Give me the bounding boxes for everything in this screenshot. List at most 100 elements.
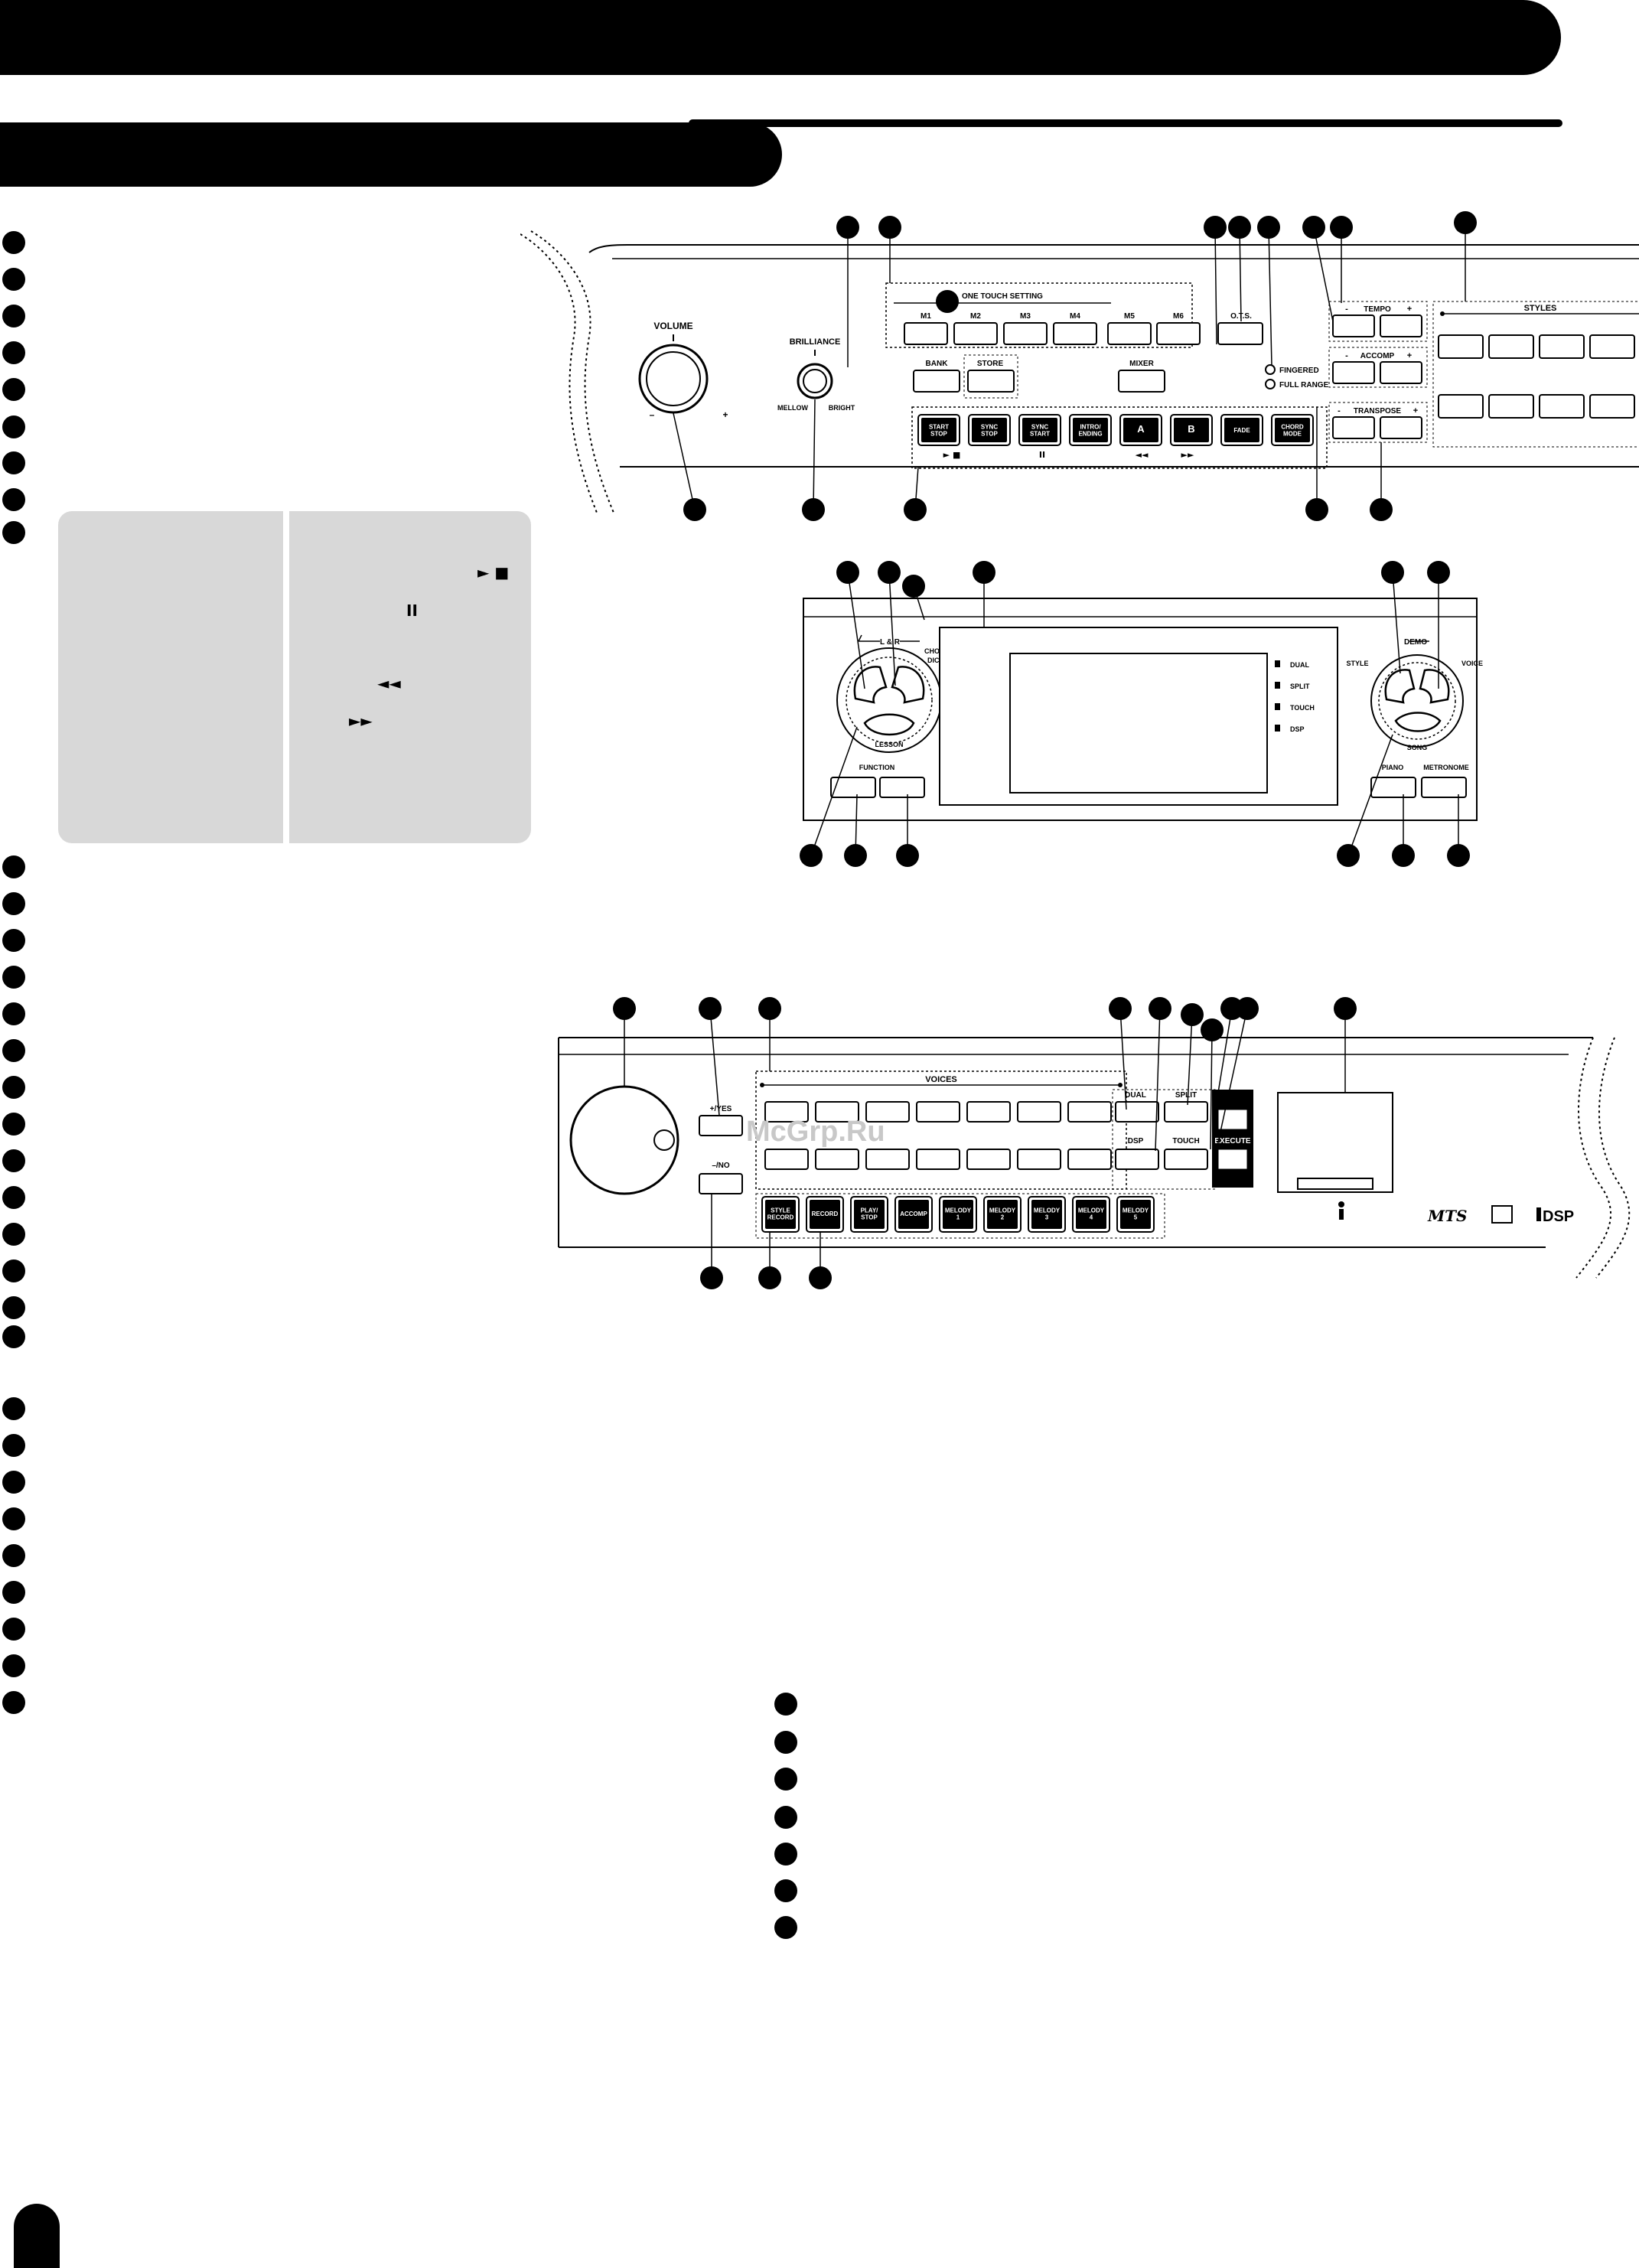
- voice-button-4[interactable]: [916, 1101, 960, 1123]
- voice-button-1[interactable]: [764, 1101, 809, 1123]
- voice-button-2[interactable]: [815, 1101, 859, 1123]
- record-button-6[interactable]: [987, 1200, 1018, 1229]
- ots-button[interactable]: [1217, 322, 1263, 345]
- top-leader-5: [1268, 226, 1272, 367]
- function-up-button[interactable]: [879, 777, 925, 798]
- memory-button-1[interactable]: [904, 322, 948, 345]
- transpose-label: TRANSPOSE: [1354, 407, 1402, 415]
- execute-up-button[interactable]: [1217, 1109, 1248, 1130]
- style-button[interactable]: [1384, 669, 1416, 704]
- transpose-up-button[interactable]: [1380, 416, 1422, 439]
- voice-button-7[interactable]: [1067, 1101, 1112, 1123]
- fingered-label: FINGERED: [1279, 367, 1319, 375]
- control-button-1[interactable]: [921, 418, 956, 442]
- control-button-6[interactable]: [1174, 418, 1209, 442]
- split-button[interactable]: [1164, 1101, 1208, 1123]
- ots-group-box: [885, 282, 1193, 348]
- bullet-12: [2, 929, 25, 952]
- style-select-button-9[interactable]: [1589, 394, 1635, 419]
- control-button-4[interactable]: [1073, 418, 1108, 442]
- mixer-button[interactable]: [1118, 370, 1165, 393]
- bullet-19: [2, 1186, 25, 1209]
- volume-minus: –: [650, 409, 655, 420]
- piano-button[interactable]: [1370, 777, 1416, 798]
- style-select-button-2[interactable]: [1488, 334, 1534, 359]
- song-label: SONG: [1407, 744, 1428, 751]
- voice-button-11[interactable]: [916, 1149, 960, 1170]
- style-select-button-7[interactable]: [1488, 394, 1534, 419]
- voice-button-8[interactable]: [764, 1149, 809, 1170]
- store-button[interactable]: [967, 370, 1015, 393]
- voice-button-13[interactable]: [1017, 1149, 1061, 1170]
- control-button-5[interactable]: [1123, 418, 1158, 442]
- memory-button-4[interactable]: [1053, 322, 1097, 345]
- style-select-button-6[interactable]: [1438, 394, 1484, 419]
- mixer-label: MIXER: [1129, 360, 1154, 368]
- dsp-indicator-label: DSP: [1290, 725, 1305, 733]
- voice-button-12[interactable]: [966, 1149, 1011, 1170]
- voice-button-3[interactable]: [865, 1101, 910, 1123]
- tempo-minus: -: [1345, 305, 1348, 314]
- record-button-7[interactable]: [1031, 1200, 1062, 1229]
- voice-button-14[interactable]: [1067, 1149, 1112, 1170]
- voice-button-10[interactable]: [865, 1149, 910, 1170]
- transpose-down-button[interactable]: [1332, 416, 1375, 439]
- accomp-down-button[interactable]: [1332, 361, 1375, 384]
- memory-button-6[interactable]: [1156, 322, 1201, 345]
- memory-button-2[interactable]: [953, 322, 998, 345]
- dual-button[interactable]: [1115, 1101, 1159, 1123]
- bullet-33: [774, 1693, 797, 1716]
- record-button-8[interactable]: [1076, 1200, 1106, 1229]
- record-group: [755, 1193, 1165, 1239]
- style-select-button-4[interactable]: [1589, 334, 1635, 359]
- voice-button-6[interactable]: [1017, 1101, 1061, 1123]
- voice-button-5[interactable]: [966, 1101, 1011, 1123]
- record-button-4[interactable]: [898, 1200, 929, 1229]
- voice-button[interactable]: [1419, 669, 1450, 704]
- record-button-5[interactable]: [943, 1200, 973, 1229]
- yes-button[interactable]: [699, 1115, 743, 1136]
- bullet-2: [2, 268, 25, 291]
- disk-drive: [1277, 1092, 1393, 1193]
- bullet-5: [2, 378, 25, 401]
- style-select-button-1[interactable]: [1438, 334, 1484, 359]
- control-button-3[interactable]: [1022, 418, 1057, 442]
- bullet-24: [2, 1397, 25, 1420]
- bullet-6: [2, 415, 25, 438]
- style-select-button-8[interactable]: [1539, 394, 1585, 419]
- top-leader-4: [1239, 226, 1242, 322]
- no-button[interactable]: [699, 1173, 743, 1194]
- memory-button-5[interactable]: [1107, 322, 1152, 345]
- control-button-8[interactable]: [1275, 418, 1310, 442]
- metronome-button[interactable]: [1421, 777, 1467, 798]
- bullet-28: [2, 1544, 25, 1567]
- control-group: [911, 406, 1328, 469]
- bullet-18: [2, 1149, 25, 1172]
- touch-label: TOUCH: [1172, 1137, 1199, 1145]
- bank-button[interactable]: [913, 370, 960, 393]
- style-select-button-3[interactable]: [1539, 334, 1585, 359]
- control-button-7[interactable]: [1224, 418, 1259, 442]
- function-down-button[interactable]: [830, 777, 876, 798]
- control-button-2[interactable]: [972, 418, 1007, 442]
- record-button-2[interactable]: [810, 1200, 840, 1229]
- dual-indicator-label: DUAL: [1290, 661, 1309, 669]
- execute-down-button[interactable]: [1217, 1149, 1248, 1170]
- memory-button-3[interactable]: [1003, 322, 1048, 345]
- volume-plus: +: [722, 409, 728, 420]
- lesson-label: LESSON: [875, 741, 903, 748]
- song-button[interactable]: [1394, 712, 1442, 732]
- accomp-up-button[interactable]: [1380, 361, 1422, 384]
- voice-button-9[interactable]: [815, 1149, 859, 1170]
- dsp-button[interactable]: [1115, 1149, 1159, 1170]
- tempo-down-button[interactable]: [1332, 314, 1375, 337]
- record-button-3[interactable]: [854, 1200, 885, 1229]
- volume-knob[interactable]: [638, 344, 709, 414]
- touch-button[interactable]: [1164, 1149, 1208, 1170]
- record-button-9[interactable]: [1120, 1200, 1151, 1229]
- record-button-1[interactable]: [765, 1200, 796, 1229]
- tempo-up-button[interactable]: [1380, 314, 1422, 337]
- accomp-plus: +: [1407, 351, 1412, 360]
- lesson-button[interactable]: [863, 713, 915, 736]
